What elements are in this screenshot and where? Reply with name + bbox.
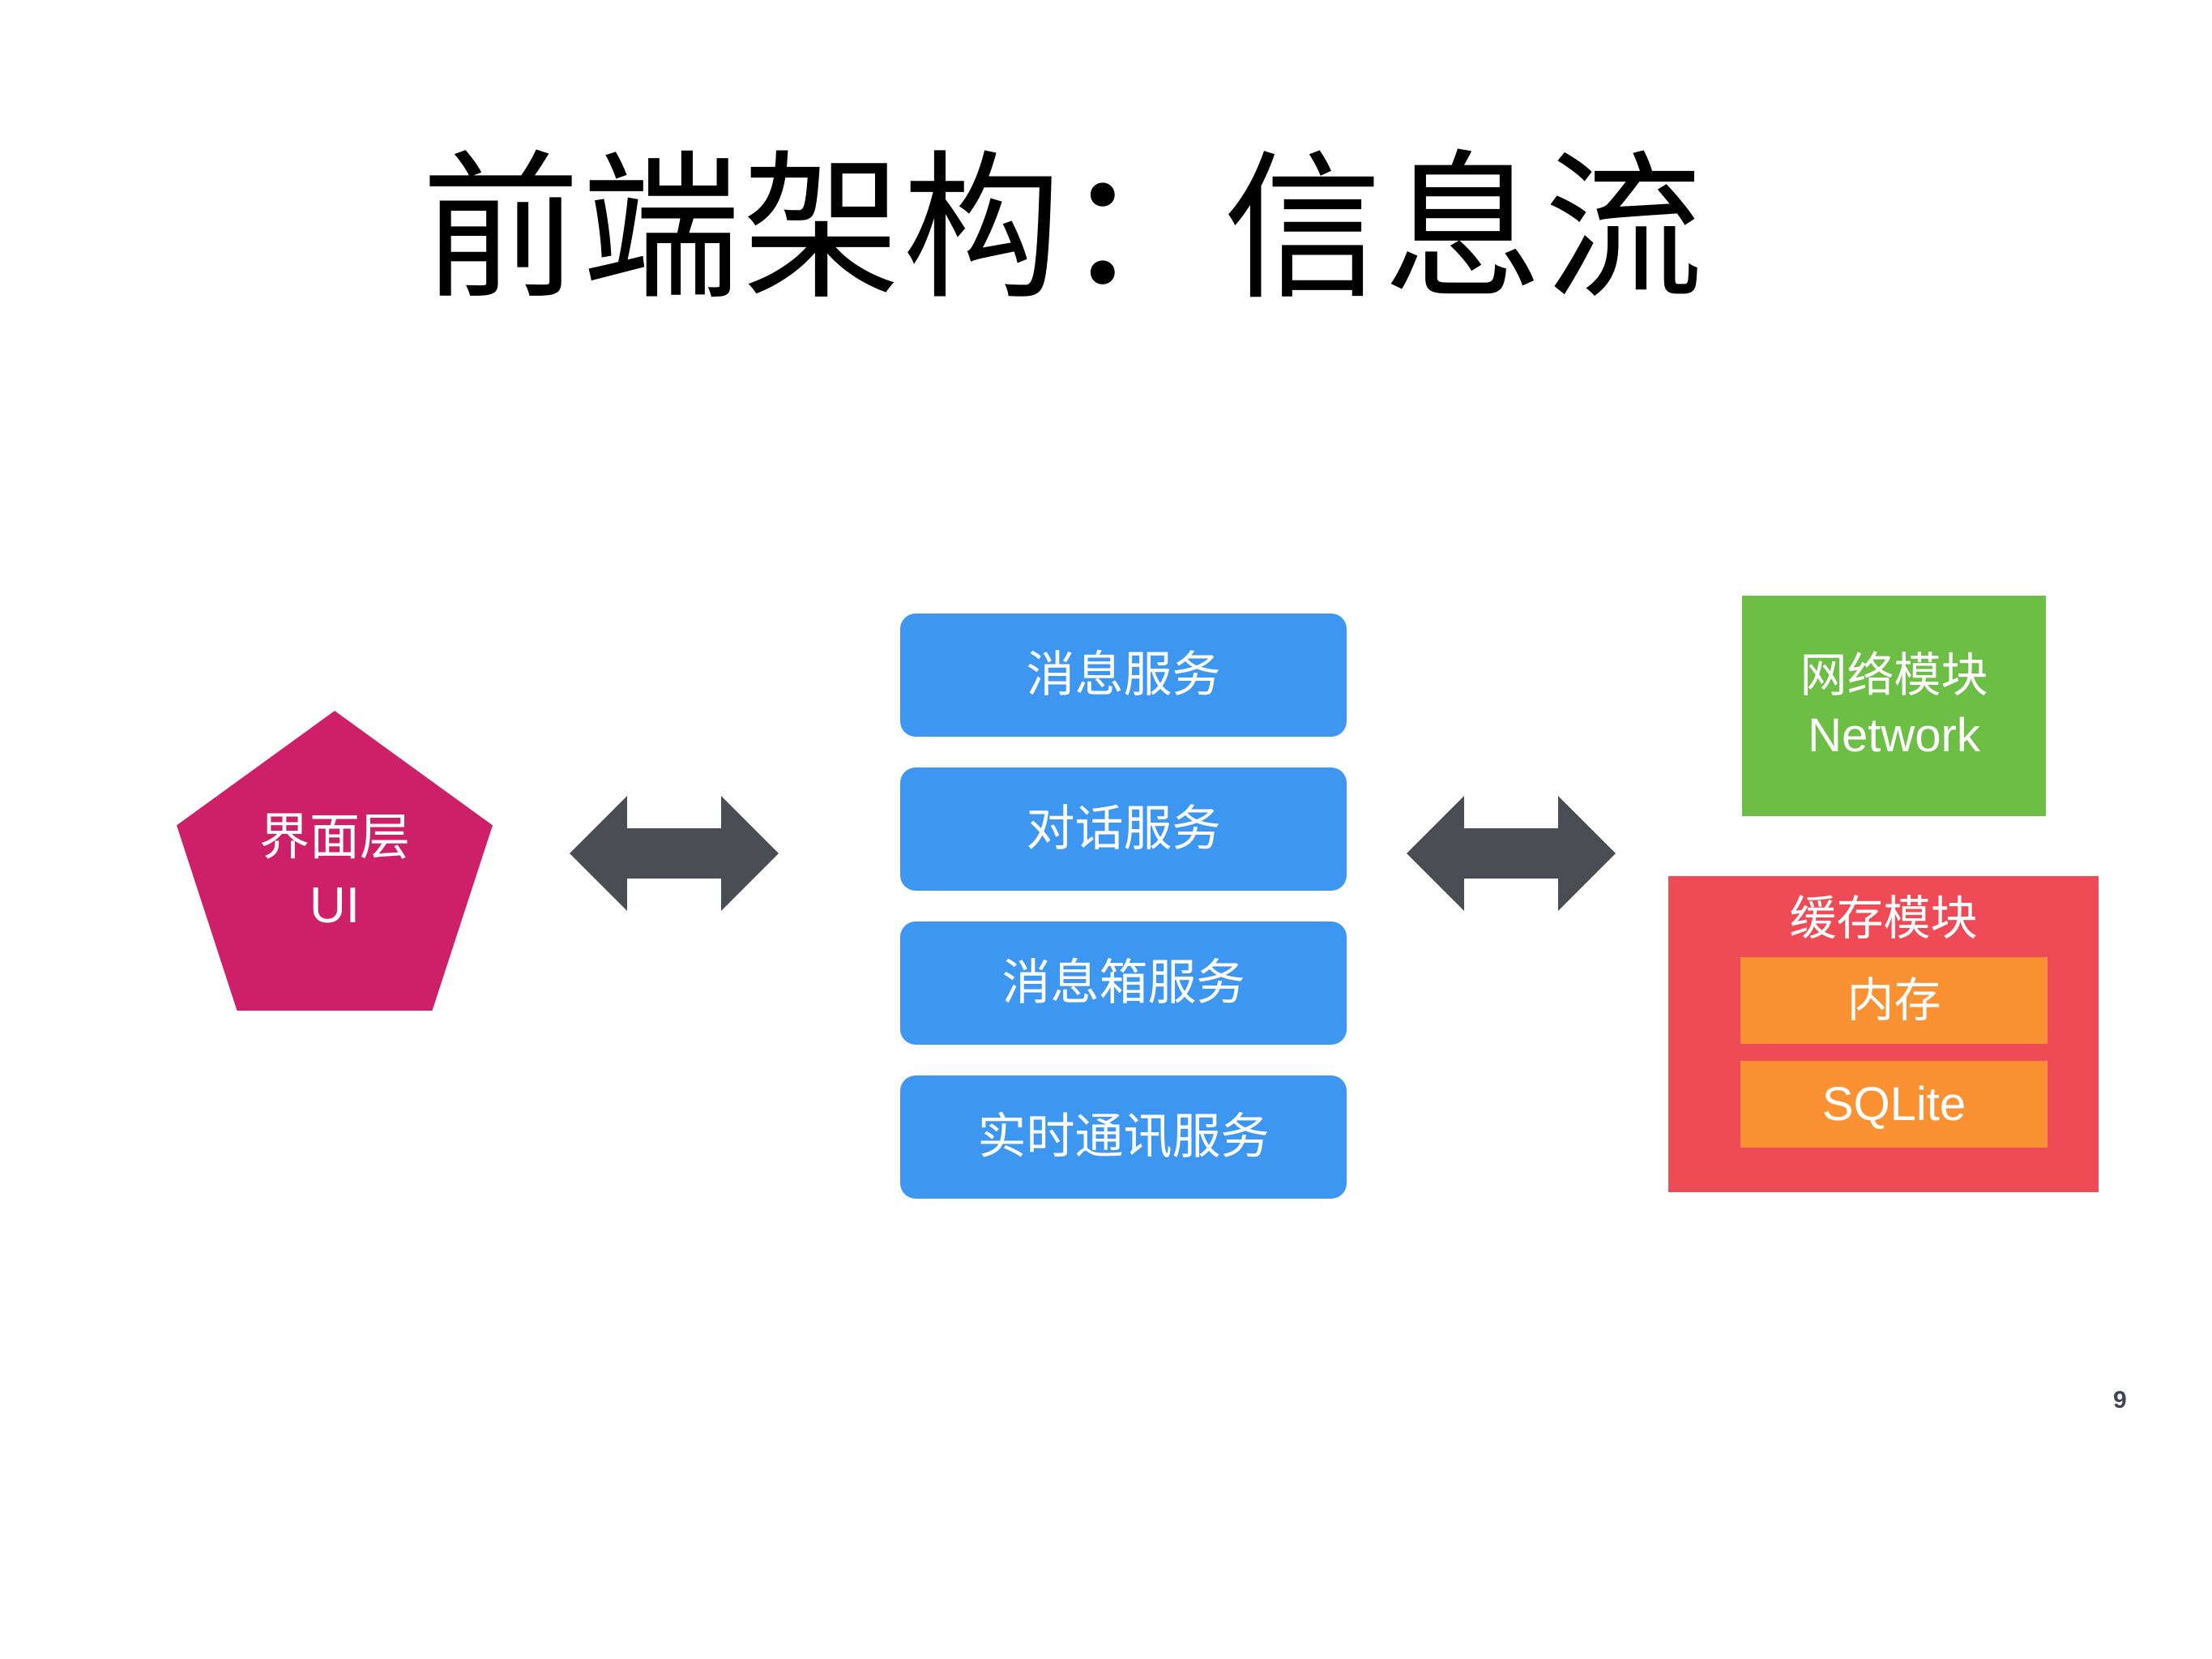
double-arrow-icon [570,796,779,911]
double-arrow-icon [1407,796,1616,911]
service-box-mailbox[interactable]: 消息箱服务 [900,921,1347,1045]
service-box-conversation[interactable]: 对话服务 [900,768,1347,891]
service-box-message[interactable]: 消息服务 [900,614,1347,737]
cache-module-box[interactable]: 缓存模块 内存 SQLite [1668,876,2099,1192]
ui-layer-pentagon: 界面层 UI [177,711,493,1011]
cache-sub-memory[interactable]: 内存 [1740,957,2048,1044]
ui-layer-label-en: UI [309,878,360,934]
page-number: 9 [2113,1387,2127,1413]
service-list: 消息服务 对话服务 消息箱服务 实时通讯服务 [900,614,1347,1199]
cache-sub-sqlite[interactable]: SQLite [1740,1061,2048,1148]
network-module-label-cn: 网络模块 [1800,648,1988,702]
network-module-label-en: Network [1808,709,1980,762]
network-module-box[interactable]: 网络模块 Network [1742,596,2046,816]
service-box-realtime[interactable]: 实时通讯服务 [900,1075,1347,1199]
cache-module-title: 缓存模块 [1789,892,1978,945]
ui-layer-label-cn: 界面层 [258,810,410,866]
page-title: 前端架构：信息流 [421,140,1705,318]
